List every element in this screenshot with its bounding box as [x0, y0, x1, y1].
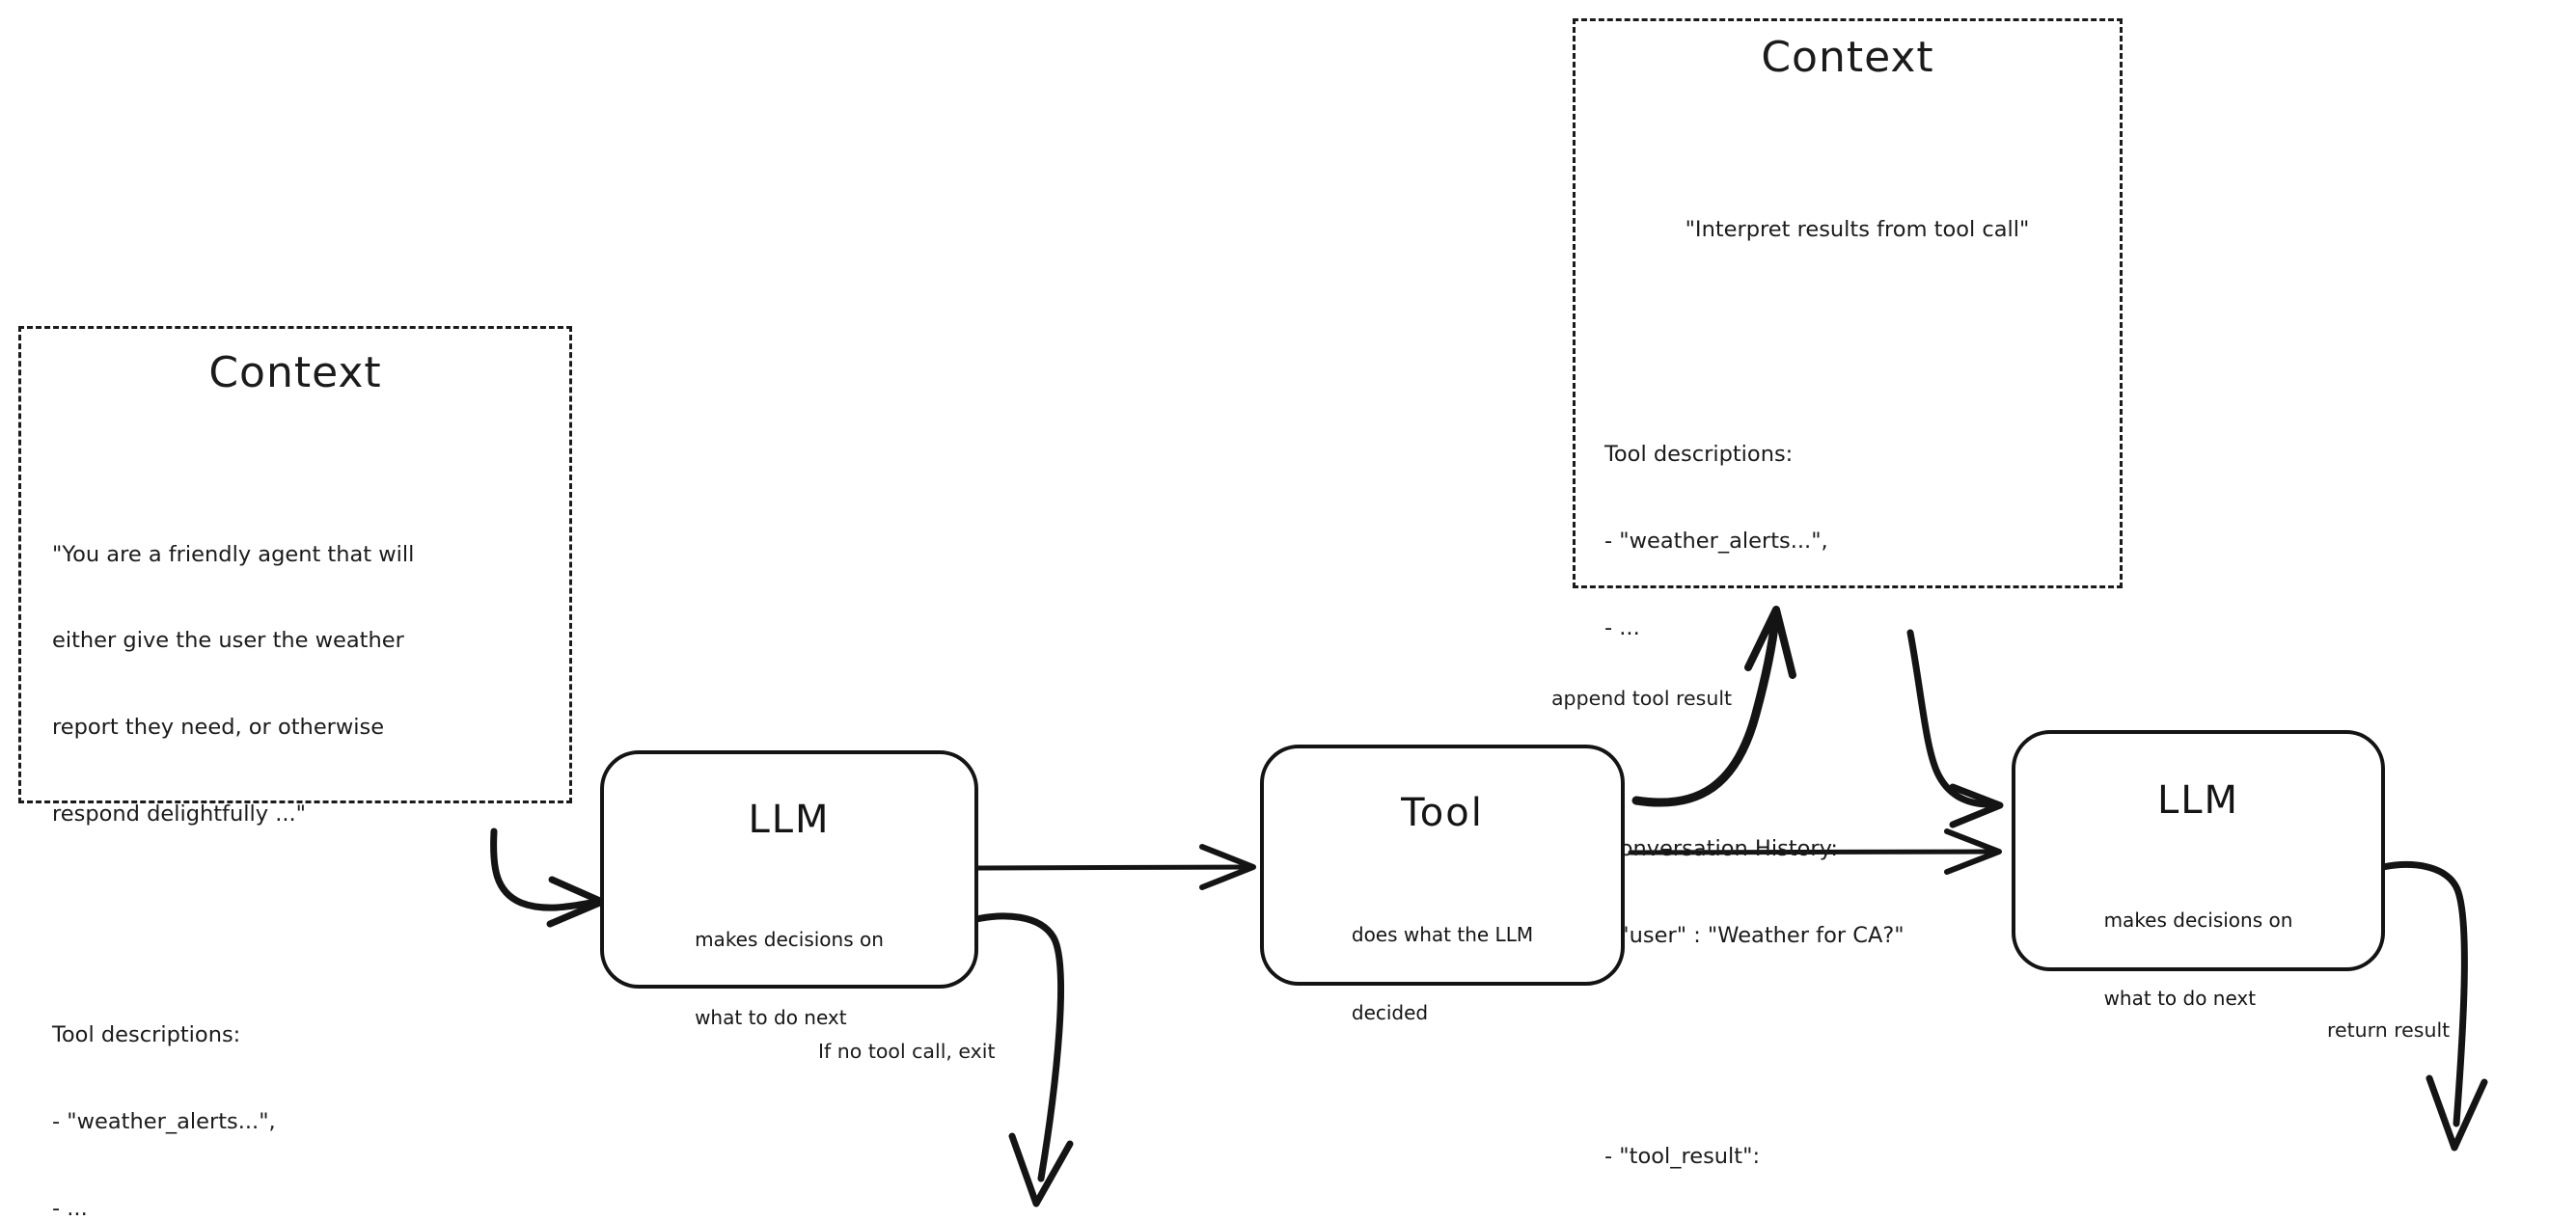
context-right-paragraph: "Interpret results from tool call" — [1604, 158, 2110, 303]
node-tool[interactable]: Tool does what the LLM decided — [1260, 745, 1625, 1024]
node-subtitle-line: makes decisions on — [2103, 909, 2293, 932]
context-left-title: Context — [208, 348, 382, 397]
node-tool-subtitle: does what the LLM decided — [1352, 870, 1533, 1078]
context-left-line: either give the user the weather — [52, 628, 404, 654]
node-subtitle-line: what to do next — [2103, 987, 2257, 1010]
context-left-line: - ... — [52, 1195, 88, 1221]
node-tool-title: Tool — [1401, 791, 1484, 835]
context-right-line: - "tool_result": — [1604, 1144, 1761, 1170]
node-subtitle-line: what to do next — [695, 1006, 847, 1029]
context-left-line: report they need, or otherwise — [52, 715, 385, 741]
context-right-line: Tool descriptions: — [1604, 442, 1794, 468]
context-right-title: Context — [1761, 33, 1934, 82]
edge-label-append-tool-result: append tool result — [1551, 687, 1733, 710]
node-llm-second[interactable]: LLM makes decisions on what to do next — [2012, 730, 2385, 1010]
node-subtitle-line: does what the LLM — [1351, 923, 1534, 946]
edge-label-if-no-tool-call-exit: If no tool call, exit — [818, 1040, 996, 1063]
context-left-line: respond delightfully ..." — [52, 800, 307, 827]
node-subtitle-line: makes decisions on — [695, 928, 884, 951]
node-llm-first-title: LLM — [748, 798, 831, 842]
context-right-line: Conversation History: — [1604, 836, 1838, 862]
context-right-line: "Interpret results from tool call" — [1685, 216, 2030, 242]
context-left-body: "You are a friendly agent that will eith… — [52, 425, 554, 1221]
context-left-line: "You are a friendly agent that will — [52, 541, 415, 567]
node-llm-first-subtitle: makes decisions on what to do next — [695, 875, 884, 1083]
context-right-line: - "weather_alerts...", — [1604, 528, 1828, 554]
node-llm-second-subtitle: makes decisions on what to do next — [2104, 855, 2293, 1064]
context-right-body: "Interpret results from tool call" Tool … — [1604, 100, 2110, 1221]
context-right-paragraph: Conversation History: - "user" : "Weathe… — [1604, 777, 2110, 1008]
context-right-paragraph: Tool descriptions: - "weather_alerts..."… — [1604, 383, 2110, 700]
context-right-line: - ... — [1604, 614, 1640, 640]
node-llm-second-title: LLM — [2156, 778, 2240, 823]
arrow-llm1-to-tool — [975, 844, 1256, 890]
arrow-llm2-return-result — [2379, 861, 2488, 1152]
context-box-right: Context "Interpret results from tool cal… — [1573, 18, 2123, 1169]
context-box-left: Context "You are a friendly agent that w… — [18, 326, 572, 1221]
context-left-paragraph: "You are a friendly agent that will eith… — [52, 483, 554, 887]
node-subtitle-line: decided — [1351, 1001, 1429, 1024]
context-left-line: Tool descriptions: — [52, 1022, 241, 1048]
edge-label-return-result: return result — [2327, 1018, 2451, 1042]
node-llm-first[interactable]: LLM makes decisions on what to do next — [600, 750, 978, 1029]
context-right-paragraph: - "tool_result": { "state": "CA", [ { "r… — [1604, 1086, 2110, 1221]
context-left-line: - "weather_alerts...", — [52, 1109, 276, 1135]
context-left-paragraph: Tool descriptions: - "weather_alerts..."… — [52, 964, 554, 1221]
